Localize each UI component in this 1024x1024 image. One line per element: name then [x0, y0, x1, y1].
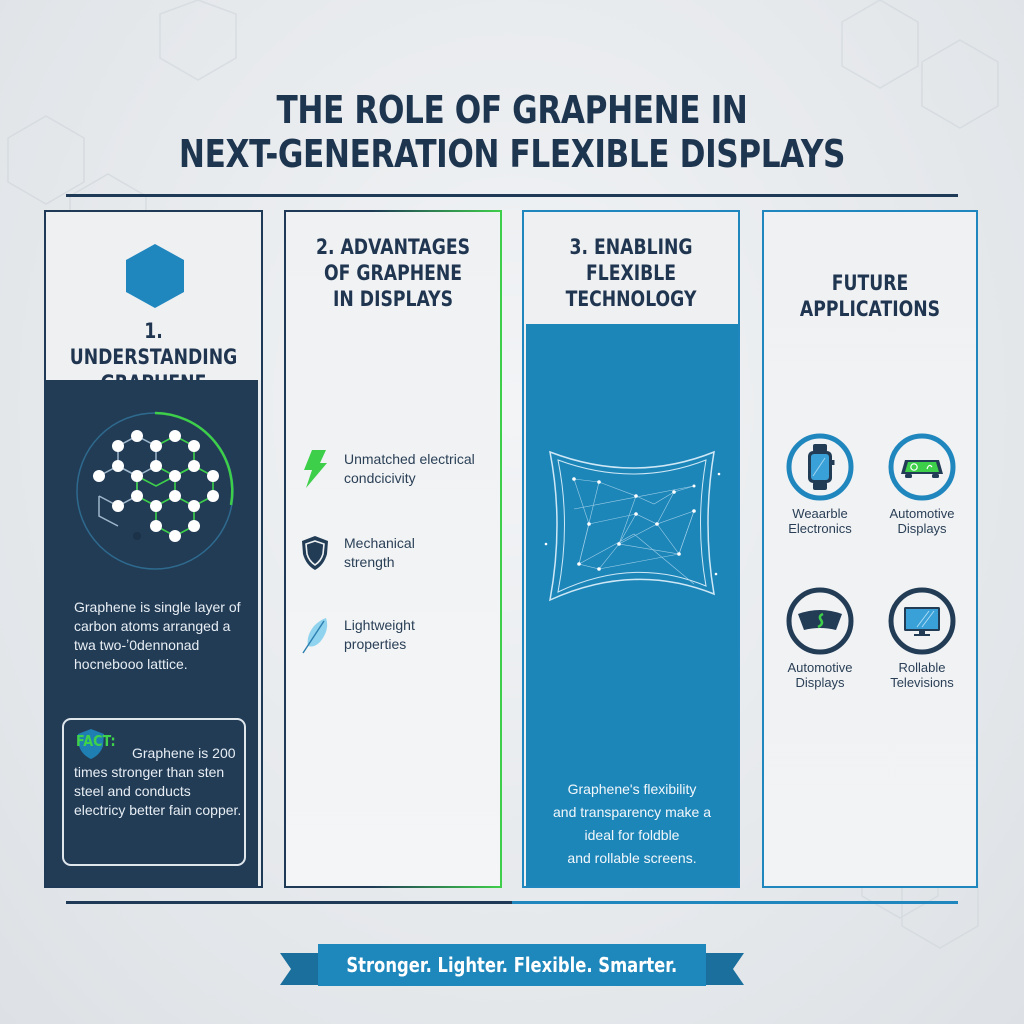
bottom-divider	[66, 901, 958, 904]
car-dashboard-icon	[888, 433, 956, 501]
dark-info-panel: Graphene is single layer of carbon atoms…	[46, 380, 261, 886]
column-future-applications: FUTURE APPLICATIONS Weaarble Electronics	[762, 210, 978, 888]
app-automotive-displays: Automotive Displays	[872, 432, 972, 536]
smartwatch-icon	[786, 433, 854, 501]
tagline-text: Stronger. Lighter. Flexible. Smarter.	[346, 953, 678, 977]
app-automotive-displays-hud: Automotive Displays	[770, 586, 870, 690]
flexible-mesh-sheet-illustration	[544, 450, 721, 602]
fact-text: Graphene is 200 times stronger than sten…	[74, 745, 242, 818]
television-icon	[888, 587, 956, 655]
app-rollable-televisions: Rollable Televisions	[872, 586, 972, 690]
feather-icon	[302, 618, 328, 654]
top-divider	[66, 194, 958, 197]
flexibility-description: Graphene's flexibility and transparency …	[553, 781, 711, 866]
advantage-item-conductivity: Unmatched electrical condcicivity	[300, 450, 500, 500]
column-advantages: 2. ADVANTAGES OF GRAPHENE IN DISPLAYS Un…	[284, 210, 502, 888]
title-line-1: THE ROLE OF GRAPHENE IN	[276, 88, 748, 132]
column-heading: FUTURE APPLICATIONS	[799, 271, 941, 321]
app-wearable-electronics: Weaarble Electronics	[770, 432, 870, 536]
blue-panel: Graphene's flexibility and transparency …	[526, 324, 738, 886]
column-heading: 2. ADVANTAGES OF GRAPHENE IN DISPLAYS	[315, 235, 471, 311]
graphene-description: Graphene is single layer of carbon atoms…	[74, 599, 241, 672]
windshield-hud-icon	[786, 587, 854, 655]
fact-box: FACT: Graphene is 200 times stronger tha…	[62, 718, 246, 866]
lightning-bolt-icon	[304, 450, 327, 488]
advantage-item-lightweight: Lightweight properties	[300, 616, 500, 666]
hexagon-icon	[126, 244, 184, 308]
title-line-2: NEXT-GENERATION FLEXIBLE DISPLAYS	[178, 132, 846, 176]
page-title: THE ROLE OF GRAPHENE IN NEXT-GENERATION …	[92, 88, 932, 176]
tagline-banner: Stronger. Lighter. Flexible. Smarter.	[280, 944, 744, 988]
graphene-lattice-illustration	[76, 411, 234, 570]
column-enabling-flexible-technology: 3. ENABLING FLEXIBLE TECHNOLOGY	[522, 210, 740, 888]
ribbon-body: Stronger. Lighter. Flexible. Smarter.	[318, 944, 706, 986]
column-heading: 3. ENABLING FLEXIBLE TECHNOLOGY	[565, 235, 697, 311]
shield-icon	[302, 536, 328, 570]
column-understanding-graphene: 1. UNDERSTANDING GRAPHENE	[44, 210, 263, 888]
shield-badge-icon	[78, 729, 104, 759]
advantage-item-strength: Mechanical strength	[300, 534, 500, 584]
fact-label: FACT:	[76, 732, 116, 750]
